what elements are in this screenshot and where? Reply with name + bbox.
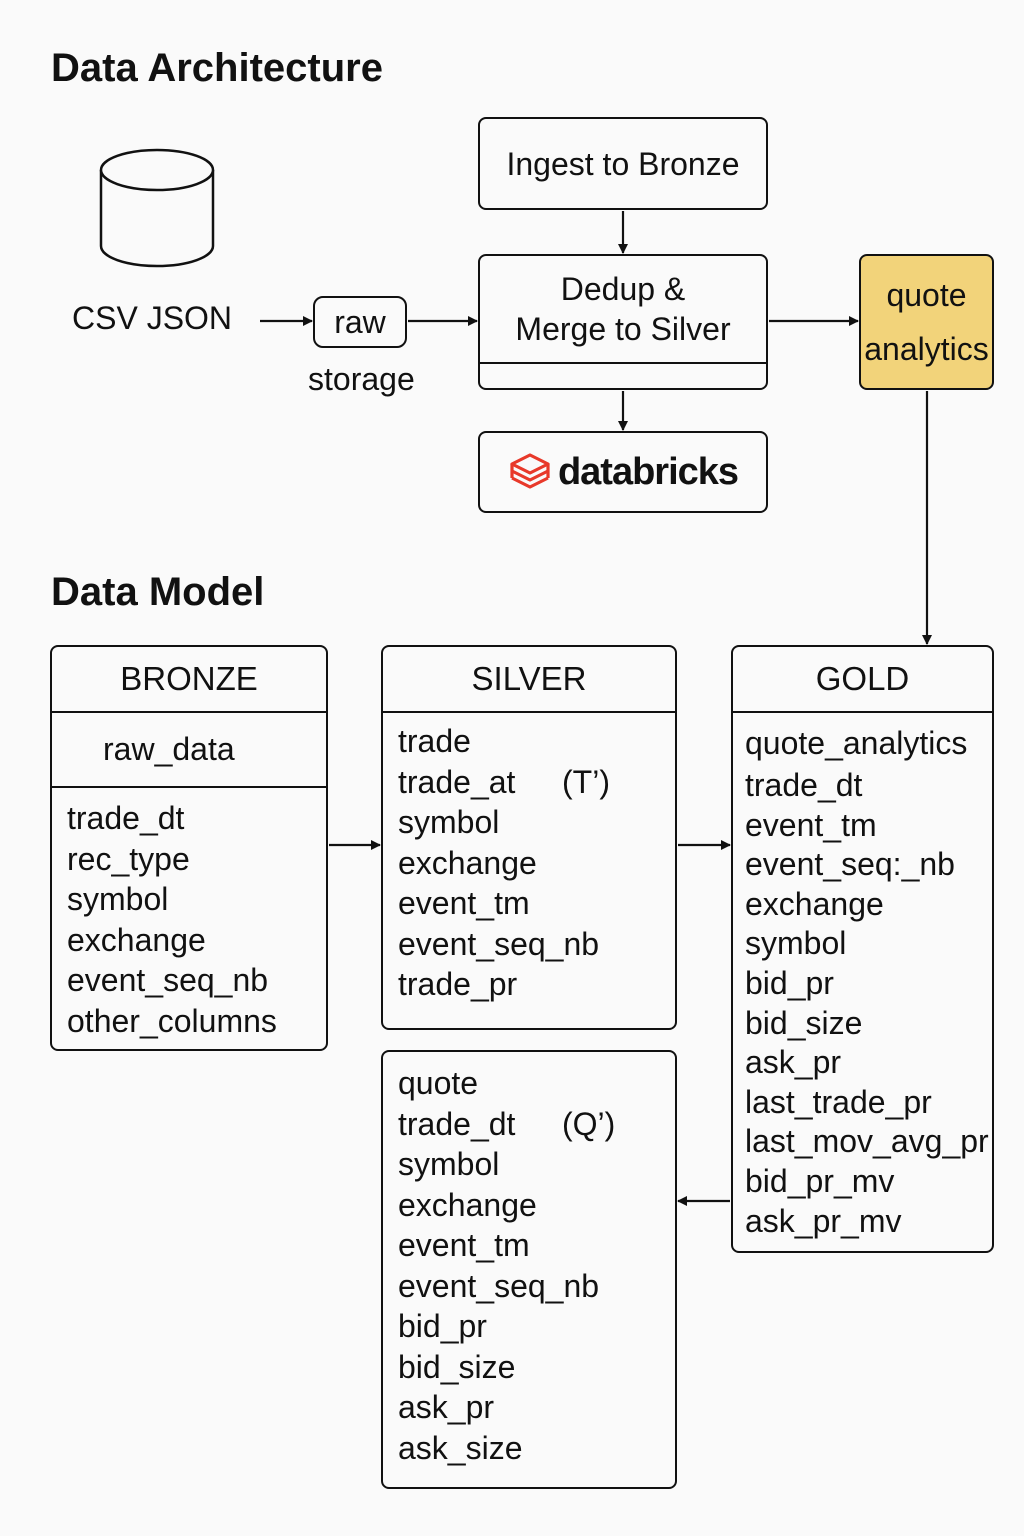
gold-field: event_tm xyxy=(745,806,877,843)
silver-trade-field: trade_at xyxy=(398,763,516,800)
gold-field: bid_size xyxy=(745,1004,863,1041)
database-icon xyxy=(99,148,215,268)
gold-title: GOLD xyxy=(733,647,992,713)
silver-quote-field: event_seq_nb xyxy=(398,1267,600,1304)
silver-trade-field: trade_pr xyxy=(398,966,518,1002)
storage-label: storage xyxy=(308,361,415,397)
ingest-to-bronze-box[interactable]: Ingest to Bronze xyxy=(478,117,768,210)
silver-trade-field: event_tm xyxy=(398,885,530,921)
silver-trade-marker: (T’) xyxy=(562,763,610,800)
silver-quote-field: event_tm xyxy=(398,1227,530,1263)
gold-field: symbol xyxy=(745,925,847,962)
silver-quote-field-list: quote trade_dt (Q’) symbol exchange event… xyxy=(383,1052,675,1468)
gold-field: trade_dt xyxy=(745,767,863,803)
silver-quote-field: bid_pr xyxy=(398,1308,487,1344)
bronze-field: exchange xyxy=(67,921,206,958)
silver-trade-field: symbol xyxy=(398,804,500,840)
bronze-subtitle: raw_data xyxy=(52,713,326,788)
silver-trade-field-list: trade trade_at (T’) symbol exchange event… xyxy=(383,713,675,1005)
bronze-field: other_columns xyxy=(67,1002,277,1039)
quote-analytics-line1: quote xyxy=(886,277,967,313)
silver-quote-field: symbol xyxy=(398,1146,500,1182)
architecture-heading: Data Architecture xyxy=(51,46,383,90)
sources-label: CSV JSON xyxy=(72,300,233,336)
silver-quote-field: ask_pr xyxy=(398,1389,495,1425)
silver-quote-marker: (Q’) xyxy=(562,1105,616,1142)
silver-quote-name: quote xyxy=(398,1065,479,1101)
quote-analytics-line2: analytics xyxy=(864,331,989,367)
silver-trade-field: event_seq_nb xyxy=(398,925,600,962)
bronze-field-list: trade_dt rec_type symbol exchange event_… xyxy=(52,788,326,1041)
silver-trade-name: trade xyxy=(398,723,471,759)
gold-field: exchange xyxy=(745,885,884,922)
gold-field: bid_pr xyxy=(745,964,834,1001)
bronze-title: BRONZE xyxy=(52,647,326,713)
gold-field: ask_pr_mv xyxy=(745,1202,902,1239)
dedup-merge-box[interactable]: Dedup & Merge to Silver xyxy=(478,254,768,390)
gold-field: last_mov_avg_pr xyxy=(745,1123,989,1160)
raw-label: raw xyxy=(334,304,386,340)
gold-table: GOLD quote_analytics trade_dt event_tm e… xyxy=(731,645,994,1253)
silver-quote-field: bid_size xyxy=(398,1348,516,1385)
databricks-logo-icon xyxy=(510,453,550,489)
raw-storage-box[interactable]: raw xyxy=(313,296,407,348)
gold-field: ask_pr xyxy=(745,1044,842,1081)
model-heading: Data Model xyxy=(51,570,265,614)
silver-trade-first-row: trade_at (T’) xyxy=(398,762,675,803)
gold-field: bid_pr_mv xyxy=(745,1162,895,1199)
ingest-label: Ingest to Bronze xyxy=(506,145,740,182)
dedup-label-line1: Dedup & xyxy=(560,271,686,307)
silver-quote-table: quote trade_dt (Q’) symbol exchange event… xyxy=(381,1050,677,1489)
silver-quote-field: trade_dt xyxy=(398,1105,516,1142)
gold-field: event_seq:_nb xyxy=(745,846,955,883)
silver-quote-field: exchange xyxy=(398,1186,537,1223)
gold-subtitle: quote_analytics xyxy=(745,725,968,761)
silver-quote-field: ask_size xyxy=(398,1429,523,1466)
dedup-label-line2: Merge to Silver xyxy=(515,311,731,347)
bronze-field: trade_dt xyxy=(67,800,185,836)
silver-trade-table: SILVER trade trade_at (T’) symbol exchang… xyxy=(381,645,677,1030)
silver-trade-field: exchange xyxy=(398,844,537,881)
bronze-field: rec_type xyxy=(67,840,190,877)
bronze-table: BRONZE raw_data trade_dt rec_type symbol… xyxy=(50,645,328,1051)
silver-quote-first-row: trade_dt (Q’) xyxy=(398,1104,675,1145)
gold-field: last_trade_pr xyxy=(745,1083,932,1120)
databricks-label: databricks xyxy=(557,450,739,493)
gold-field-list: quote_analytics trade_dt event_tm event_… xyxy=(733,713,992,1241)
silver-title: SILVER xyxy=(383,647,675,713)
bronze-field: event_seq_nb xyxy=(67,962,269,998)
databricks-box[interactable]: databricks xyxy=(478,431,768,513)
bronze-field: symbol xyxy=(67,881,169,917)
quote-analytics-box[interactable]: quote analytics xyxy=(859,254,994,390)
